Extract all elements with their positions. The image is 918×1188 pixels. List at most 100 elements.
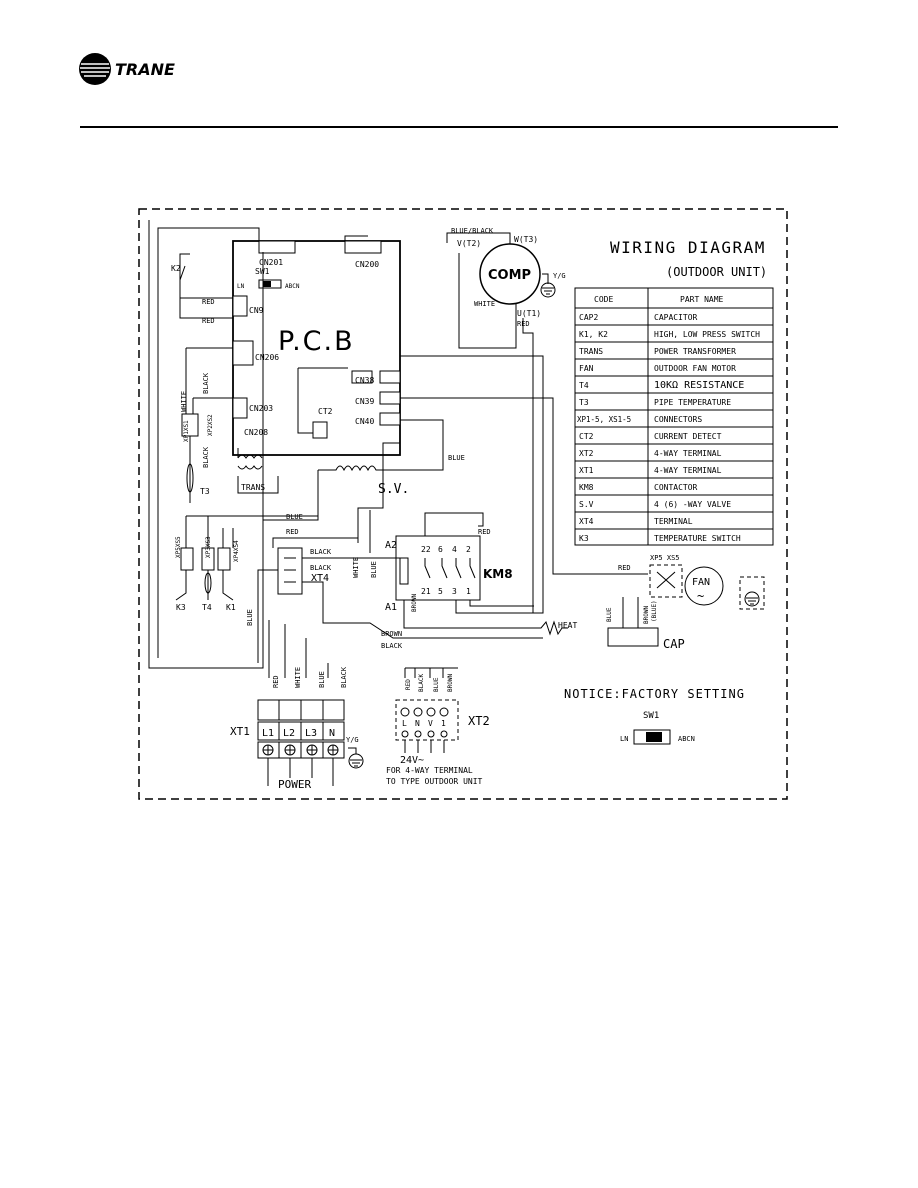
fan-red-wire: RED: [618, 564, 631, 572]
pcb-label: P.C.B: [278, 326, 355, 357]
k1-label: K1: [226, 603, 236, 612]
t3-black-wire-2: BLACK: [202, 446, 210, 468]
sw1-label: SW1: [255, 267, 270, 276]
xt1-ground-icon: [348, 747, 364, 769]
comp-white-wire: WHITE: [474, 300, 495, 308]
xt1-label: XT1: [230, 725, 250, 738]
xp1-label: XP1XS1: [183, 420, 190, 442]
legend-code: XT4: [579, 517, 594, 526]
sv-blue-wire: BLUE: [448, 454, 465, 462]
fan-tilde-icon: ~: [697, 589, 704, 603]
t3-white-wire: WHITE: [180, 391, 188, 412]
trane-emblem-icon: [79, 53, 111, 85]
legend-code: K3: [579, 534, 589, 543]
diagram-title: WIRING DIAGRAM: [610, 238, 766, 257]
cn39-label: CN39: [355, 397, 374, 406]
wiring-diagram: WIRING DIAGRAM (OUTDOOR UNIT) CODE PART …: [138, 208, 788, 802]
legend-part: 4-WAY TERMINAL: [654, 449, 722, 458]
legend-code: XT1: [579, 466, 594, 475]
cap-label: CAP: [663, 637, 685, 651]
xt4-red-wire: RED: [286, 528, 299, 536]
cn38-label: CN38: [355, 376, 374, 385]
trane-logo: TRANE: [78, 52, 196, 86]
diagram-subtitle: (OUTDOOR UNIT): [666, 265, 767, 279]
cn201-label: CN201: [259, 258, 283, 267]
xt4-black-wire-2: BLACK: [310, 564, 332, 572]
cn200-label: CN200: [355, 260, 379, 269]
cap-blue-wire: BLUE: [606, 607, 613, 622]
lower-sensors: XP5XS5 XP3XS3 XP4XS4 K3 T4 K1: [175, 515, 318, 612]
k2-label: K2: [171, 264, 181, 273]
ground-icon: [540, 273, 556, 298]
ct2-label: CT2: [318, 407, 333, 416]
xt4-brown-wire: BROWN: [381, 630, 402, 638]
xt4-black-wire-1: BLACK: [310, 548, 332, 556]
notice-sw1-right: ABCN: [678, 735, 695, 743]
pcb-board: P.C.B CN201 CN200 SW1 LN ABCN CN9 CN206 …: [232, 240, 401, 456]
km8-21: 21: [421, 587, 431, 596]
k2-red-wire-1: RED: [202, 298, 215, 306]
km8-label: KM8: [483, 567, 513, 581]
km8-a2: A2: [385, 540, 397, 551]
xt1-terminal: RED WHITE BLUE BLACK XT1 L1 L2 L3 N POWE…: [230, 620, 364, 791]
cn40-label: CN40: [355, 417, 374, 426]
xt1-wire-black: BLACK: [340, 666, 348, 688]
legend-part: TERMINAL: [654, 517, 693, 526]
legend-part: CONNECTORS: [654, 415, 702, 424]
xt1-l1: L1: [262, 728, 274, 739]
legend-code: CAP2: [579, 313, 598, 322]
xt2-v: V: [428, 719, 433, 728]
legend-part: OUTDOOR FAN MOTOR: [654, 364, 736, 373]
brand-name: TRANE: [115, 60, 175, 79]
ct2-sensor: [312, 421, 328, 439]
legend-part: CONTACTOR: [654, 483, 698, 492]
xt4-label: XT4: [311, 573, 329, 584]
notice-text: NOTICE:FACTORY SETTING: [564, 687, 745, 701]
km8-22: 22: [421, 545, 431, 554]
legend-part: CURRENT DETECT: [654, 432, 722, 441]
trans-label: TRANS: [241, 483, 265, 492]
xt2-wire-red: RED: [405, 679, 412, 690]
legend-code: T3: [579, 398, 589, 407]
legend-code: FAN: [579, 364, 594, 373]
t4-label: T4: [202, 603, 212, 612]
xt1-n: N: [329, 728, 335, 739]
xp2-label: XP2XS2: [207, 414, 214, 436]
fan-label: FAN: [692, 577, 710, 588]
legend-code: T4: [579, 381, 589, 390]
header-rule: [80, 126, 838, 128]
legend-part: 4-WAY TERMINAL: [654, 466, 722, 475]
k3-label: K3: [176, 603, 186, 612]
comp-w-label: W(T3): [514, 235, 538, 244]
xt1-wire-white: WHITE: [294, 667, 302, 688]
legend-header-part-name: PART NAME: [680, 295, 724, 304]
legend-part: 10KΩ RESISTANCE: [654, 380, 744, 391]
xt2-voltage: 24V~: [400, 755, 424, 766]
km8-a1: A1: [385, 602, 397, 613]
diagram-border: [138, 208, 788, 800]
xt1-power-label: POWER: [278, 778, 311, 791]
sv-label: S.V.: [378, 482, 409, 497]
km8-6: 6: [438, 545, 443, 554]
cn208-label: CN208: [244, 428, 268, 437]
comp-top-wire: BLUE/BLACK: [451, 227, 494, 235]
legend-table: [574, 287, 774, 546]
xt4-blue-wire-2: BLUE: [370, 561, 378, 578]
xt1-l2: L2: [283, 728, 295, 739]
sw1-right: ABCN: [285, 283, 300, 290]
xt2-label: XT2: [468, 714, 490, 728]
xp5-label: XP5XS5: [175, 536, 182, 558]
sw1-left: LN: [237, 283, 245, 290]
km8-5: 5: [438, 587, 443, 596]
xt2-terminal: RED BLACK BLUE BROWN L N V 1 XT2 24V~ FO…: [386, 667, 490, 786]
fan-connector-label: XP5 XS5: [650, 554, 680, 562]
xt1-wire-red: RED: [272, 675, 280, 688]
km8-1: 1: [466, 587, 471, 596]
legend-part: TEMPERATURE SWITCH: [654, 534, 741, 543]
xt4-blue-wire: BLUE: [286, 513, 303, 521]
cn9-label: CN9: [249, 306, 264, 315]
xt2-1: 1: [441, 719, 446, 728]
comp-label: COMP: [488, 268, 531, 283]
km8-2: 2: [466, 545, 471, 554]
fan-ground-icon: [744, 591, 760, 607]
